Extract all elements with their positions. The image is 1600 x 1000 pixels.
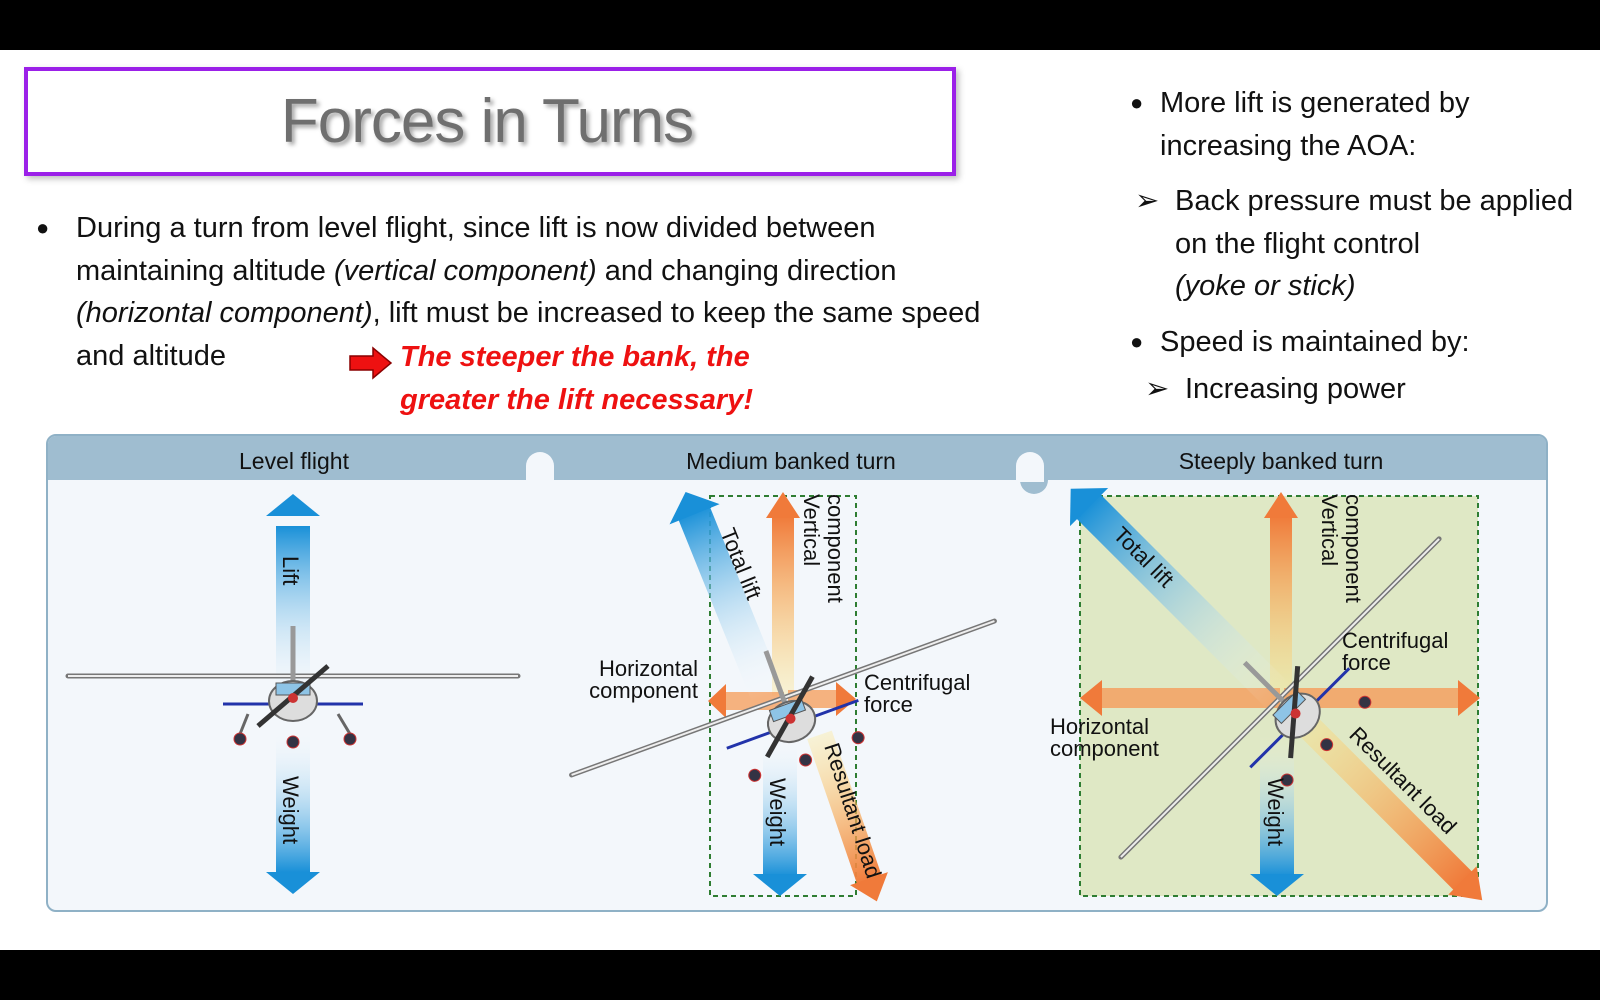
main-bullet-text: During a turn from level flight, since l… [76, 212, 981, 372]
bullet-dot: ● [1130, 329, 1144, 354]
right-sub-bullet-2: ➢ Increasing power [1145, 368, 1585, 411]
vertical-component-arrow [1270, 516, 1292, 696]
total-lift-arrow [1075, 493, 1293, 711]
resultant-load-arrow [807, 730, 883, 886]
centrifugal-arrow [1284, 688, 1460, 708]
forces-diagram: Lift Weight Total lift Verticalcomponent… [46, 434, 1548, 912]
medium-bank-diagram [569, 492, 997, 902]
vertical-component-arrow [772, 516, 794, 696]
steep-bank-diagram [1069, 487, 1483, 901]
weight-arrow [763, 736, 797, 876]
vertical-component-label: Verticalcomponent [799, 494, 848, 603]
diagram-svg: Lift Weight Total lift Verticalcomponent… [48, 436, 1546, 902]
level-flight-diagram [65, 494, 521, 894]
lift-label: Lift [278, 556, 303, 585]
emphasis-text: The steeper the bank, the greater the li… [400, 341, 753, 416]
weight-label: Weight [1263, 778, 1288, 846]
panel-title-level: Level flight [239, 448, 349, 474]
title-box: Forces in Turns [24, 67, 956, 176]
sub-bullet-arrow-icon: ➢ [1145, 373, 1170, 405]
airplane-steep-icon [1118, 536, 1442, 860]
bullet-dot: ● [1130, 90, 1144, 115]
weight-label: Weight [278, 776, 303, 844]
resultant-load-arrow [1284, 702, 1474, 892]
airplane-medium-icon [569, 618, 997, 782]
bullet-dot: ● [36, 215, 50, 240]
weight-arrow [1260, 736, 1294, 876]
red-arrow-icon [349, 346, 393, 380]
panel-title-steep: Steeply banked turn [1178, 448, 1384, 474]
right-sub-bullet-1: ➢ Back pressure must be applied on the f… [1135, 180, 1590, 308]
vertical-component-label: Verticalcomponent [1317, 494, 1366, 603]
sub-bullet-arrow-icon: ➢ [1135, 185, 1160, 217]
right-bullet-2: ● Speed is maintained by: [1130, 321, 1590, 364]
weight-label: Weight [765, 778, 790, 846]
horizontal-component-arrow [1100, 688, 1280, 708]
panel-title-medium: Medium banked turn [686, 448, 896, 474]
airplane-level-icon [65, 626, 521, 749]
weight-arrow [276, 726, 310, 872]
right-bullet-1: ● More lift is generated by increasing t… [1130, 82, 1590, 167]
total-lift-arrow [677, 504, 784, 703]
page-title: Forces in Turns [280, 87, 694, 156]
slide: Forces in Turns ● During a turn from lev… [0, 50, 1600, 950]
